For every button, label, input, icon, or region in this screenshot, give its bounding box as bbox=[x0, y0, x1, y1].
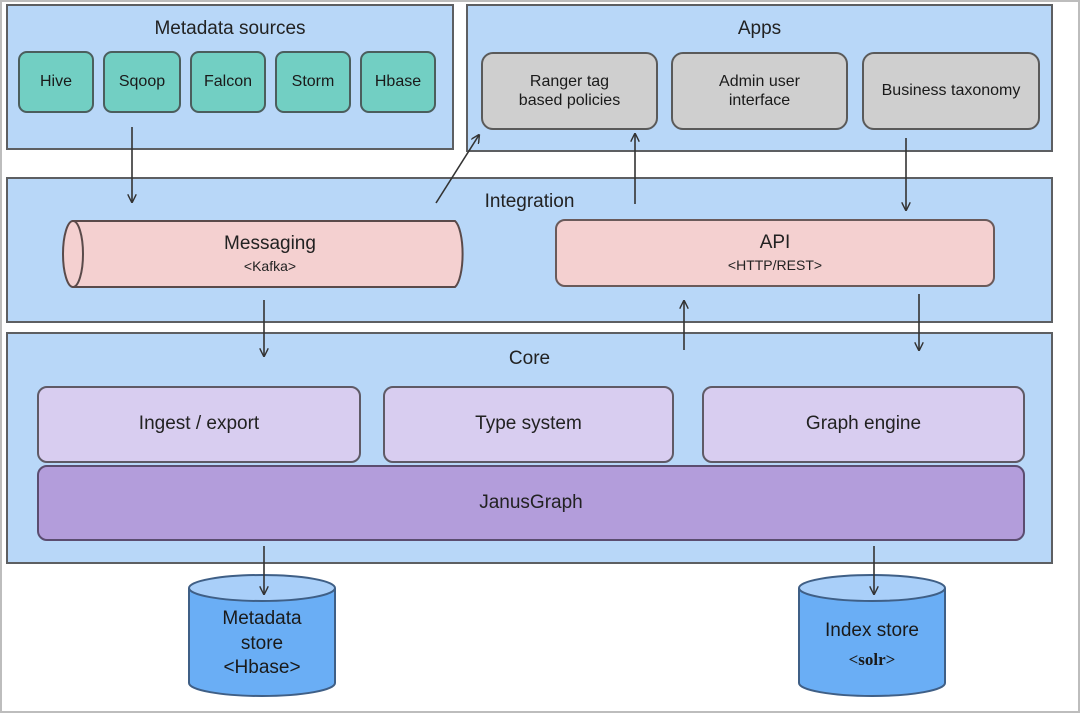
source-sqoop: Sqoop bbox=[103, 51, 181, 113]
integration-title: Integration bbox=[484, 191, 575, 212]
core-type-system: Type system bbox=[383, 386, 674, 463]
apps-title: Apps bbox=[737, 18, 782, 39]
messaging-label: Messaging <Kafka> bbox=[85, 221, 455, 287]
source-falcon: Falcon bbox=[190, 51, 266, 113]
app-admin-line2: interface bbox=[728, 92, 791, 109]
metadata-store-line3: <Hbase> bbox=[223, 657, 301, 679]
api-tech: <HTTP/REST> bbox=[727, 257, 823, 273]
app-ranger-line1: Ranger tag bbox=[529, 72, 610, 90]
messaging-cylinder bbox=[62, 220, 464, 288]
app-ranger-tag-policies: Ranger tag based policies bbox=[481, 52, 658, 130]
core-title: Core bbox=[508, 348, 551, 369]
api-name: API bbox=[759, 232, 791, 254]
source-storm: Storm bbox=[275, 51, 351, 113]
source-hbase: Hbase bbox=[360, 51, 436, 113]
metadata-sources-title: Metadata sources bbox=[154, 18, 306, 39]
core-graph-engine: Graph engine bbox=[702, 386, 1025, 463]
metadata-store-cylinder bbox=[188, 574, 336, 697]
app-business-line1: Business taxonomy bbox=[881, 82, 1021, 100]
messaging-name: Messaging bbox=[224, 233, 316, 255]
app-admin-user-interface: Admin user interface bbox=[671, 52, 848, 130]
janusgraph-layer: JanusGraph bbox=[37, 465, 1025, 541]
core-ingest-export: Ingest / export bbox=[37, 386, 361, 463]
metadata-store-line1: Metadata bbox=[222, 607, 302, 629]
metadata-store-line2: store bbox=[240, 632, 284, 654]
api-box: API <HTTP/REST> bbox=[555, 219, 995, 287]
app-ranger-line2: based policies bbox=[518, 92, 621, 109]
source-hive: Hive bbox=[18, 51, 94, 113]
index-store-line2: <solr> bbox=[848, 650, 896, 670]
index-store-label: Index store <solr> bbox=[799, 612, 945, 678]
arrow-messaging-to-apps bbox=[435, 135, 479, 204]
app-business-taxonomy: Business taxonomy bbox=[862, 52, 1040, 130]
index-store-line1: Index store bbox=[825, 619, 919, 641]
messaging-tech: <Kafka> bbox=[243, 258, 297, 275]
app-admin-line1: Admin user bbox=[719, 72, 800, 90]
metadata-store-label: Metadata store <Hbase> bbox=[189, 604, 335, 684]
